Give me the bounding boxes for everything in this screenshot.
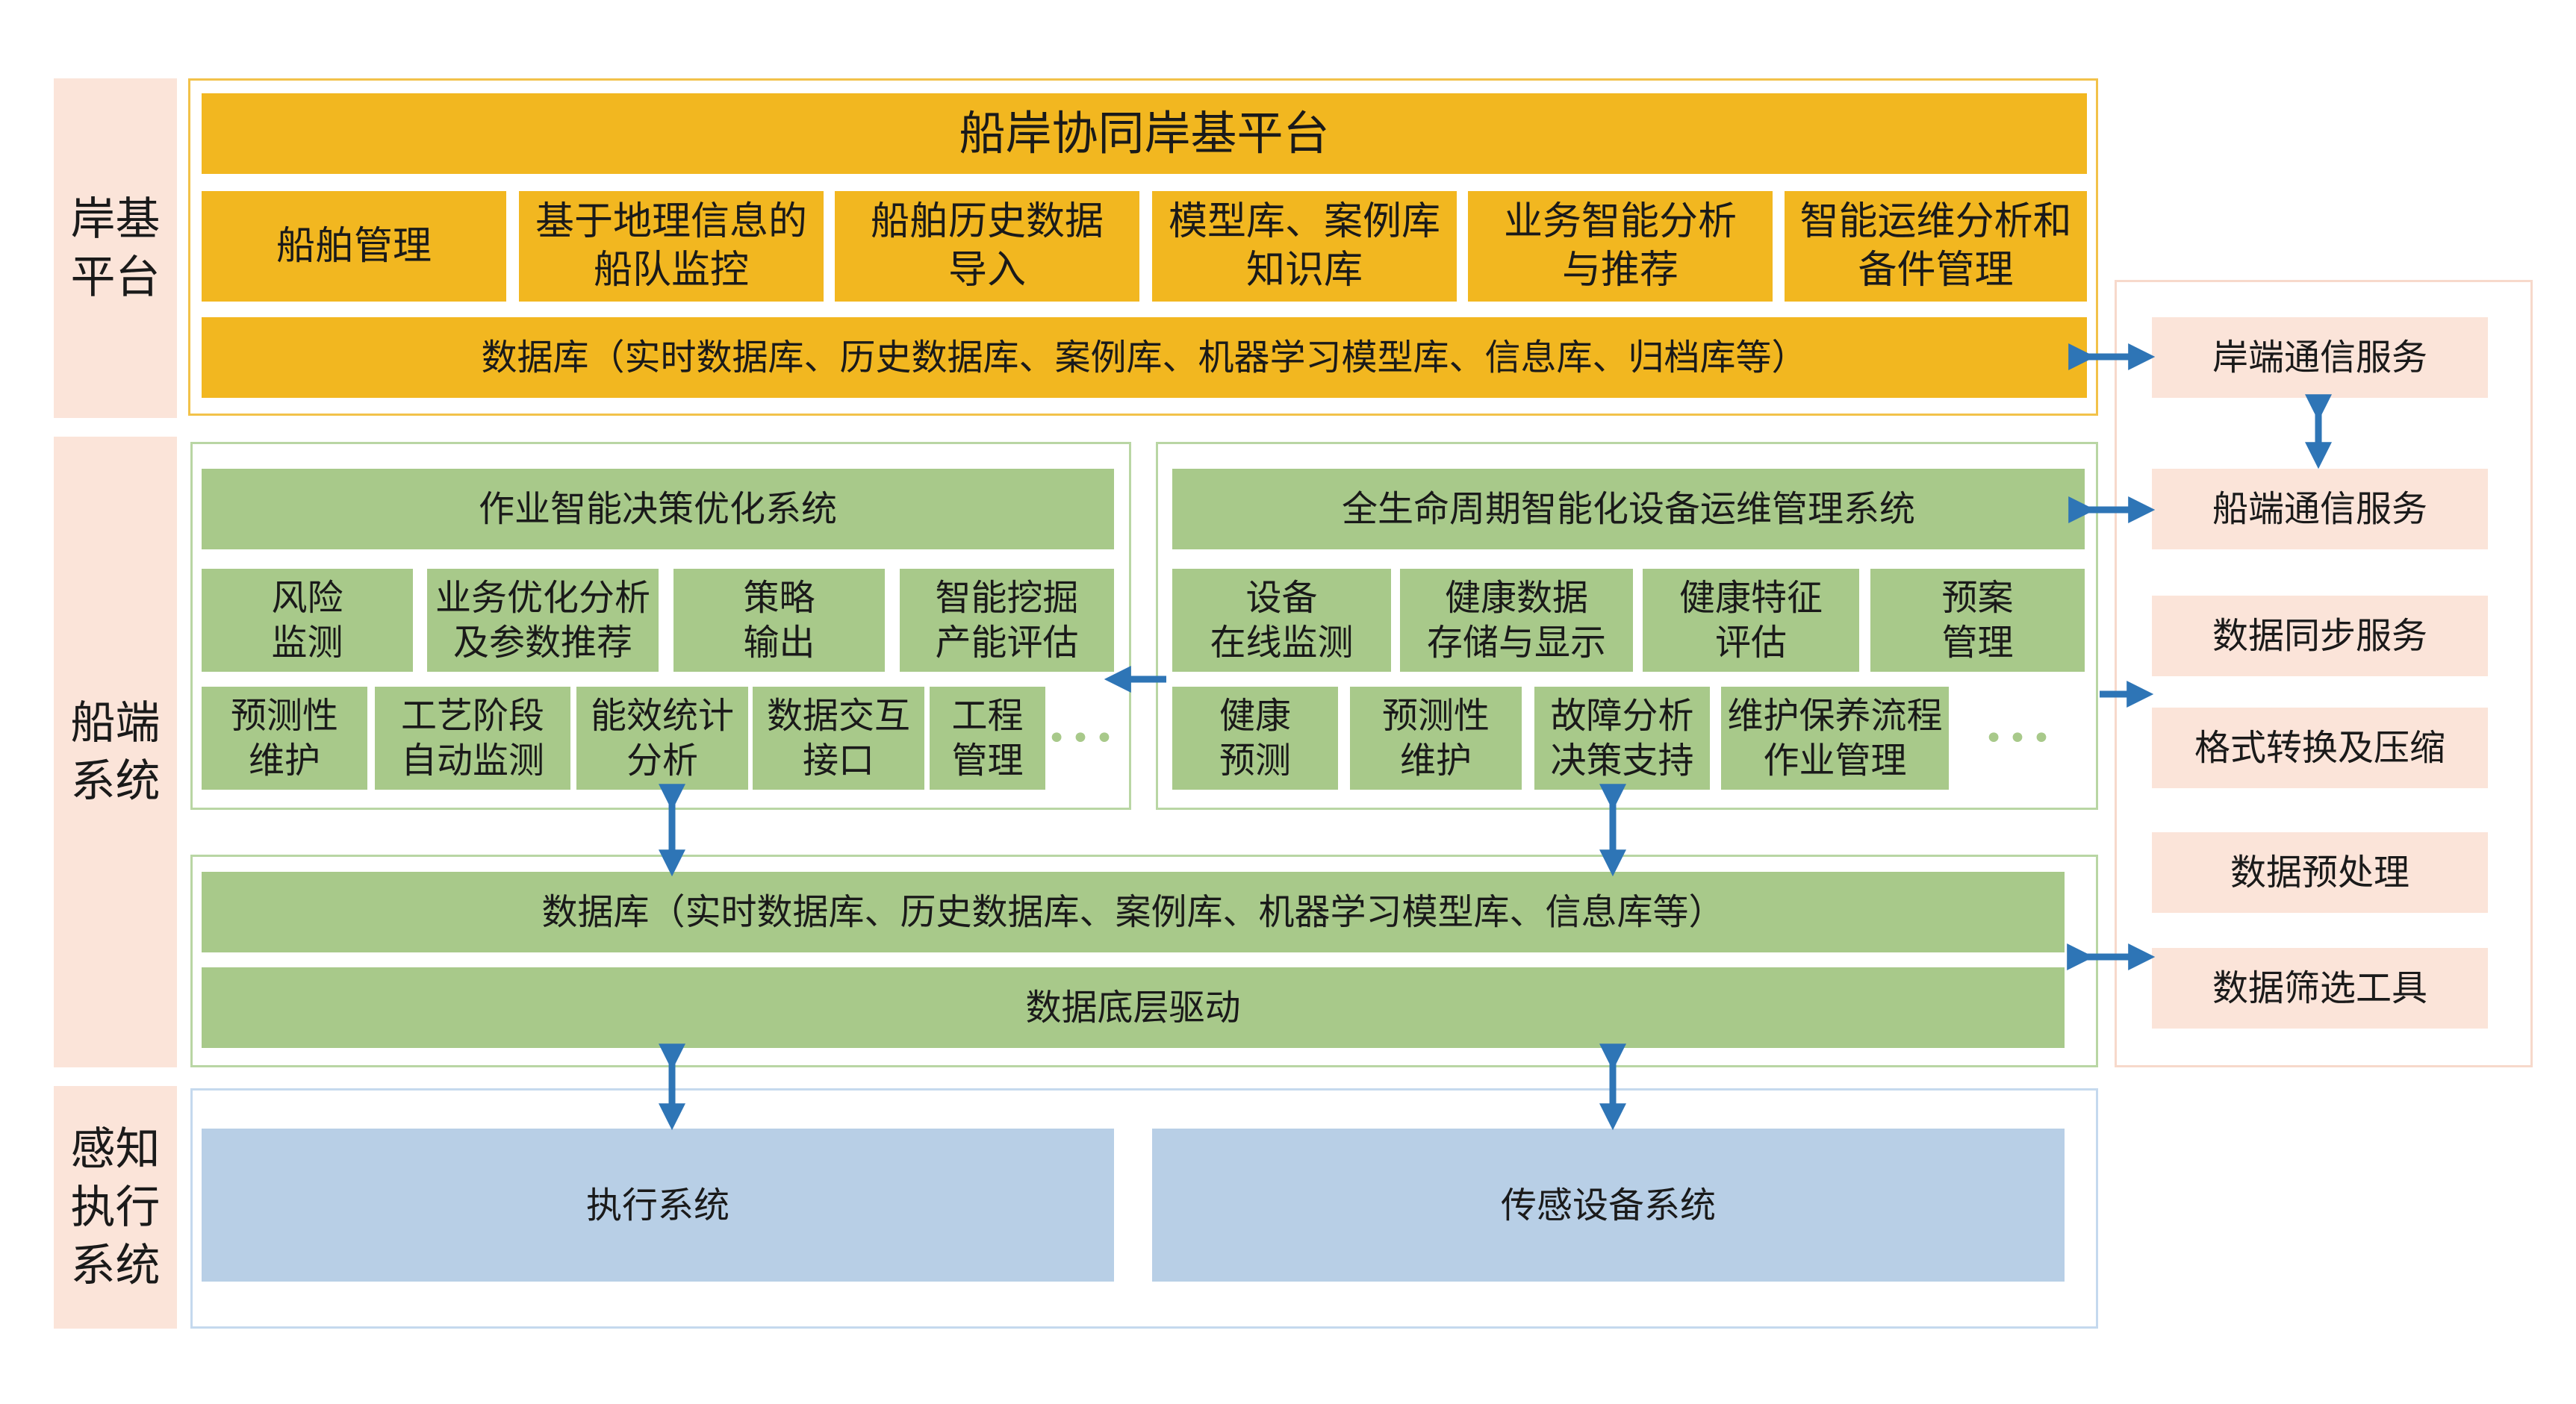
ship-right-r2-3: 故障分析 决策支持 — [1534, 687, 1710, 790]
ship-left-r1-4: 智能挖掘 产能评估 — [900, 569, 1114, 672]
ship-left-more: ••• — [1047, 719, 1119, 758]
ship-left-r1-2: 业务优化分析 及参数推荐 — [427, 569, 659, 672]
ship-left-r2-3: 能效统计 分析 — [576, 687, 748, 790]
ship-left-r2-2: 工艺阶段 自动监测 — [375, 687, 570, 790]
shore-database: 数据库（实时数据库、历史数据库、案例库、机器学习模型库、信息库、归档库等） — [202, 317, 2087, 398]
service-ship-comm: 船端通信服务 — [2152, 469, 2488, 549]
ship-right-r1-1: 设备 在线监测 — [1172, 569, 1391, 672]
service-format-compress: 格式转换及压缩 — [2152, 708, 2488, 788]
shore-module-5: 业务智能分析 与推荐 — [1468, 191, 1773, 302]
shore-module-3: 船舶历史数据 导入 — [835, 191, 1139, 302]
layer-label-ship: 船端 系统 — [54, 437, 177, 1067]
ship-right-r1-2: 健康数据 存储与显示 — [1400, 569, 1633, 672]
shore-module-6: 智能运维分析和 备件管理 — [1785, 191, 2087, 302]
sensor-system: 传感设备系统 — [1152, 1129, 2065, 1282]
shore-module-2: 基于地理信息的 船队监控 — [519, 191, 824, 302]
shore-platform-frame — [188, 78, 2098, 416]
service-data-sync: 数据同步服务 — [2152, 596, 2488, 676]
ship-right-r1-3: 健康特征 评估 — [1643, 569, 1859, 672]
services-frame — [2115, 280, 2533, 1067]
ship-data-driver: 数据底层驱动 — [202, 967, 2065, 1048]
ship-left-r1-3: 策略 输出 — [673, 569, 885, 672]
ship-database: 数据库（实时数据库、历史数据库、案例库、机器学习模型库、信息库等） — [202, 872, 2065, 952]
ship-right-r2-2: 预测性 维护 — [1350, 687, 1522, 790]
exec-system: 执行系统 — [202, 1129, 1114, 1282]
ship-right-r2-4: 维护保养流程 作业管理 — [1721, 687, 1949, 790]
ship-left-r2-4: 数据交互 接口 — [753, 687, 924, 790]
ship-right-more: ••• — [1984, 719, 2056, 758]
ship-left-title: 作业智能决策优化系统 — [202, 469, 1114, 549]
service-shore-comm: 岸端通信服务 — [2152, 317, 2488, 398]
ship-left-r2-1: 预测性 维护 — [202, 687, 367, 790]
shore-module-4: 模型库、案例库 知识库 — [1152, 191, 1457, 302]
shore-module-1: 船舶管理 — [202, 191, 506, 302]
service-filter-tool: 数据筛选工具 — [2152, 948, 2488, 1029]
layer-label-shore: 岸基 平台 — [54, 78, 177, 418]
service-preprocess: 数据预处理 — [2152, 832, 2488, 913]
layer-label-perception: 感知 执行 系统 — [54, 1086, 177, 1329]
ship-left-r2-5: 工程 管理 — [930, 687, 1045, 790]
ship-left-r1-1: 风险 监测 — [202, 569, 413, 672]
ship-right-r2-1: 健康 预测 — [1172, 687, 1338, 790]
ship-right-frame — [1156, 442, 2098, 810]
ship-right-r1-4: 预案 管理 — [1870, 569, 2085, 672]
shore-platform-title: 船岸协同岸基平台 — [202, 93, 2087, 174]
perception-frame — [190, 1088, 2098, 1329]
ship-right-title: 全生命周期智能化设备运维管理系统 — [1172, 469, 2085, 549]
